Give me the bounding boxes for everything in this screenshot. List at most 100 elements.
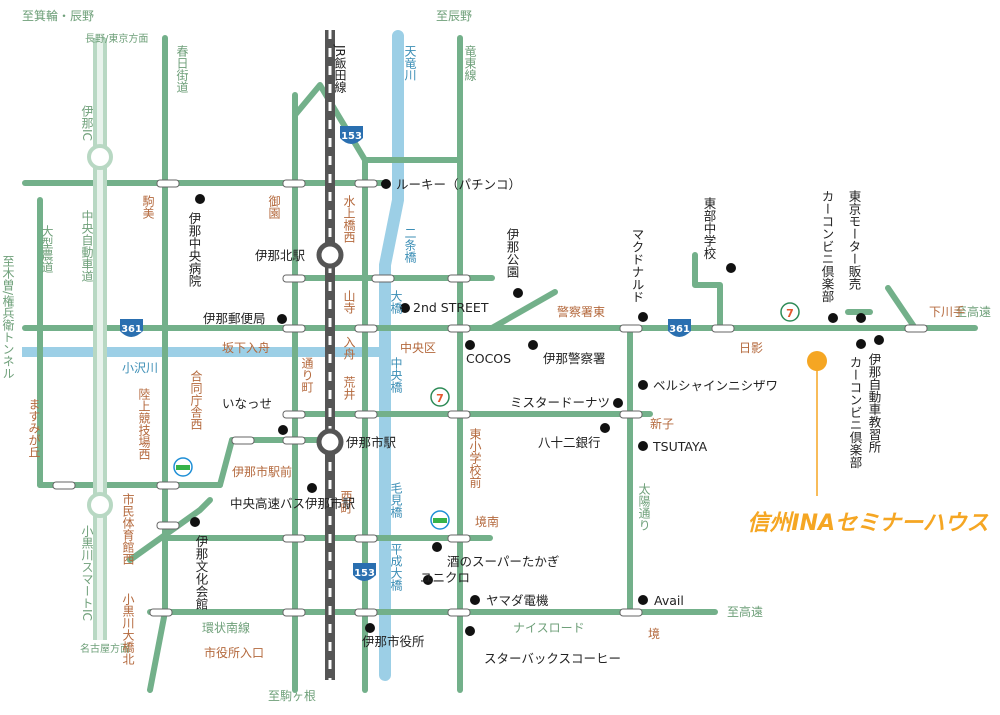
- svg-text:東小学校前: 東小学校前: [468, 428, 482, 488]
- traffic-light-icon: [282, 410, 306, 419]
- svg-text:中央自動車道: 中央自動車道: [80, 209, 94, 282]
- seven-eleven-icon: 7: [430, 387, 450, 407]
- svg-text:中央橋: 中央橋: [389, 356, 403, 394]
- svg-text:合同庁舎西: 合同庁舎西: [189, 369, 203, 430]
- svg-text:至高遠: 至高遠: [727, 604, 763, 619]
- place-sake-takagi: 酒のスーパーたかぎ: [447, 554, 559, 569]
- place-carcombi-1: カーコンビニ倶楽部: [820, 190, 835, 303]
- kogurogawa-ic-icon: [87, 492, 113, 518]
- traffic-light-icon: [354, 410, 378, 419]
- ina-ic-icon: [87, 144, 113, 170]
- intersection-labels: 駒美 御園 水上橋西 二条橋 山寺 大橋 坂下入舟 入舟 中央区 警察署東 日影…: [27, 194, 965, 666]
- svg-text:西町: 西町: [339, 490, 353, 514]
- svg-text:境: 境: [648, 626, 660, 641]
- place-tokyo-motor: 東京モーター販売: [847, 190, 862, 291]
- traffic-light-icon: [282, 179, 306, 188]
- route-153-shield: 153: [340, 126, 363, 144]
- svg-text:JR飯田線: JR飯田線: [333, 44, 347, 93]
- traffic-light-icon: [447, 410, 471, 419]
- seven-eleven-icon: 7: [780, 302, 800, 322]
- svg-text:小黒川大橋北: 小黒川大橋北: [121, 593, 135, 666]
- traffic-light-icon: [282, 534, 306, 543]
- svg-text:ますみが丘: ますみが丘: [27, 398, 41, 458]
- place-labels: ルーキー（パチンコ） 伊那中央病院 伊那公園 マクドナルド 東部中学校 カーコン…: [187, 177, 882, 666]
- place-starbucks: スターバックスコーヒー: [484, 651, 621, 666]
- roads: [22, 35, 978, 693]
- place-bank82: 八十二銀行: [538, 435, 601, 450]
- place-mcdonalds: マクドナルド: [630, 228, 645, 303]
- place-yamada: ヤマダ電機: [486, 593, 549, 608]
- place-driving-school: 伊那自動車教習所: [867, 353, 882, 453]
- svg-text:小黒川スマートIC: 小黒川スマートIC: [80, 525, 94, 621]
- svg-text:市民体育館西: 市民体育館西: [121, 492, 135, 565]
- traffic-light-icon: [447, 324, 471, 333]
- place-mister-donut: ミスタードーナツ: [510, 395, 610, 410]
- traffic-light-icon: [447, 534, 471, 543]
- traffic-light-icon: [711, 324, 735, 333]
- svg-text:入舟: 入舟: [342, 336, 356, 361]
- svg-text:至箕輪・辰野: 至箕輪・辰野: [22, 8, 94, 23]
- road-shimin: [127, 497, 213, 563]
- svg-text:陸上競技場西: 陸上競技場西: [137, 388, 151, 460]
- svg-text:駒美: 駒美: [141, 195, 155, 219]
- traffic-light-icon: [156, 179, 180, 188]
- svg-text:通り町: 通り町: [300, 357, 314, 393]
- svg-text:日影: 日影: [739, 341, 763, 355]
- traffic-light-icon: [354, 324, 378, 333]
- place-city-hall: 伊那市役所: [362, 634, 425, 649]
- familymart-icon: [430, 510, 450, 530]
- svg-text:坂下入舟: 坂下入舟: [222, 341, 270, 355]
- place-avail: Avail: [654, 593, 684, 608]
- traffic-light-icon: [904, 324, 928, 333]
- svg-text:伊那北駅: 伊那北駅: [255, 248, 306, 263]
- svg-text:平成大橋: 平成大橋: [389, 543, 403, 592]
- traffic-light-icon: [282, 324, 306, 333]
- svg-text:至木曽/権兵衛トンネル: 至木曽/権兵衛トンネル: [1, 255, 15, 379]
- place-rookie: ルーキー（パチンコ）: [396, 177, 521, 192]
- svg-text:御園: 御園: [267, 194, 281, 219]
- traffic-light-icon: [282, 436, 306, 445]
- svg-text:水上橋西: 水上橋西: [342, 195, 356, 243]
- river-labels: 天竜川 小沢川: [122, 45, 417, 375]
- place-bunka-kaikan: 伊那文化会館: [194, 535, 209, 610]
- road-153-upper: [292, 82, 463, 163]
- place-carcombi-2: カーコンビニ倶楽部: [848, 356, 863, 469]
- route-shields: 153 153 361 361: [120, 126, 691, 581]
- traffic-light-icon: [447, 274, 471, 283]
- svg-text:境南: 境南: [475, 514, 499, 529]
- traffic-light-icon: [156, 481, 180, 490]
- jr-iida-line: [316, 30, 344, 680]
- svg-text:中央区: 中央区: [400, 340, 436, 355]
- svg-text:7: 7: [786, 307, 794, 320]
- traffic-lights: [52, 179, 928, 617]
- route-153-shield: 153: [353, 563, 376, 581]
- svg-text:小沢川: 小沢川: [122, 361, 158, 375]
- traffic-light-icon: [52, 481, 76, 490]
- svg-text:伊那市駅前: 伊那市駅前: [232, 464, 292, 479]
- place-uniqlo: ユニクロ: [420, 570, 470, 585]
- brand-logo: 信州INAセミナーハウス: [747, 511, 988, 536]
- svg-text:天竜川: 天竜川: [403, 45, 417, 81]
- route-361-shield: 361: [120, 319, 143, 337]
- svg-text:伊那IC: 伊那IC: [80, 105, 94, 141]
- svg-text:市役所入口: 市役所入口: [204, 645, 264, 660]
- place-bell-shine: ベルシャインニシザワ: [653, 378, 778, 393]
- svg-text:新子: 新子: [650, 416, 674, 431]
- place-chuo-bus: 中央高速バス伊那市駅: [230, 496, 356, 511]
- svg-text:伊那市駅: 伊那市駅: [346, 435, 397, 450]
- chuo-expressway: [87, 38, 113, 640]
- route-361-shield: 361: [668, 319, 691, 337]
- svg-text:二条橋: 二条橋: [403, 227, 417, 264]
- svg-text:環状南線: 環状南線: [202, 620, 250, 635]
- traffic-light-icon: [156, 521, 180, 530]
- road-rikujo: [162, 437, 235, 488]
- place-ina-park: 伊那公園: [505, 228, 520, 278]
- station-icon: [316, 241, 344, 269]
- svg-text:大型農道: 大型農道: [40, 225, 54, 273]
- svg-text:153: 153: [354, 568, 375, 579]
- svg-text:至高遠: 至高遠: [955, 304, 991, 319]
- traffic-light-icon: [282, 274, 306, 283]
- traffic-light-icon: [354, 534, 378, 543]
- place-dots: [190, 179, 884, 636]
- svg-text:下川手: 下川手: [929, 305, 965, 319]
